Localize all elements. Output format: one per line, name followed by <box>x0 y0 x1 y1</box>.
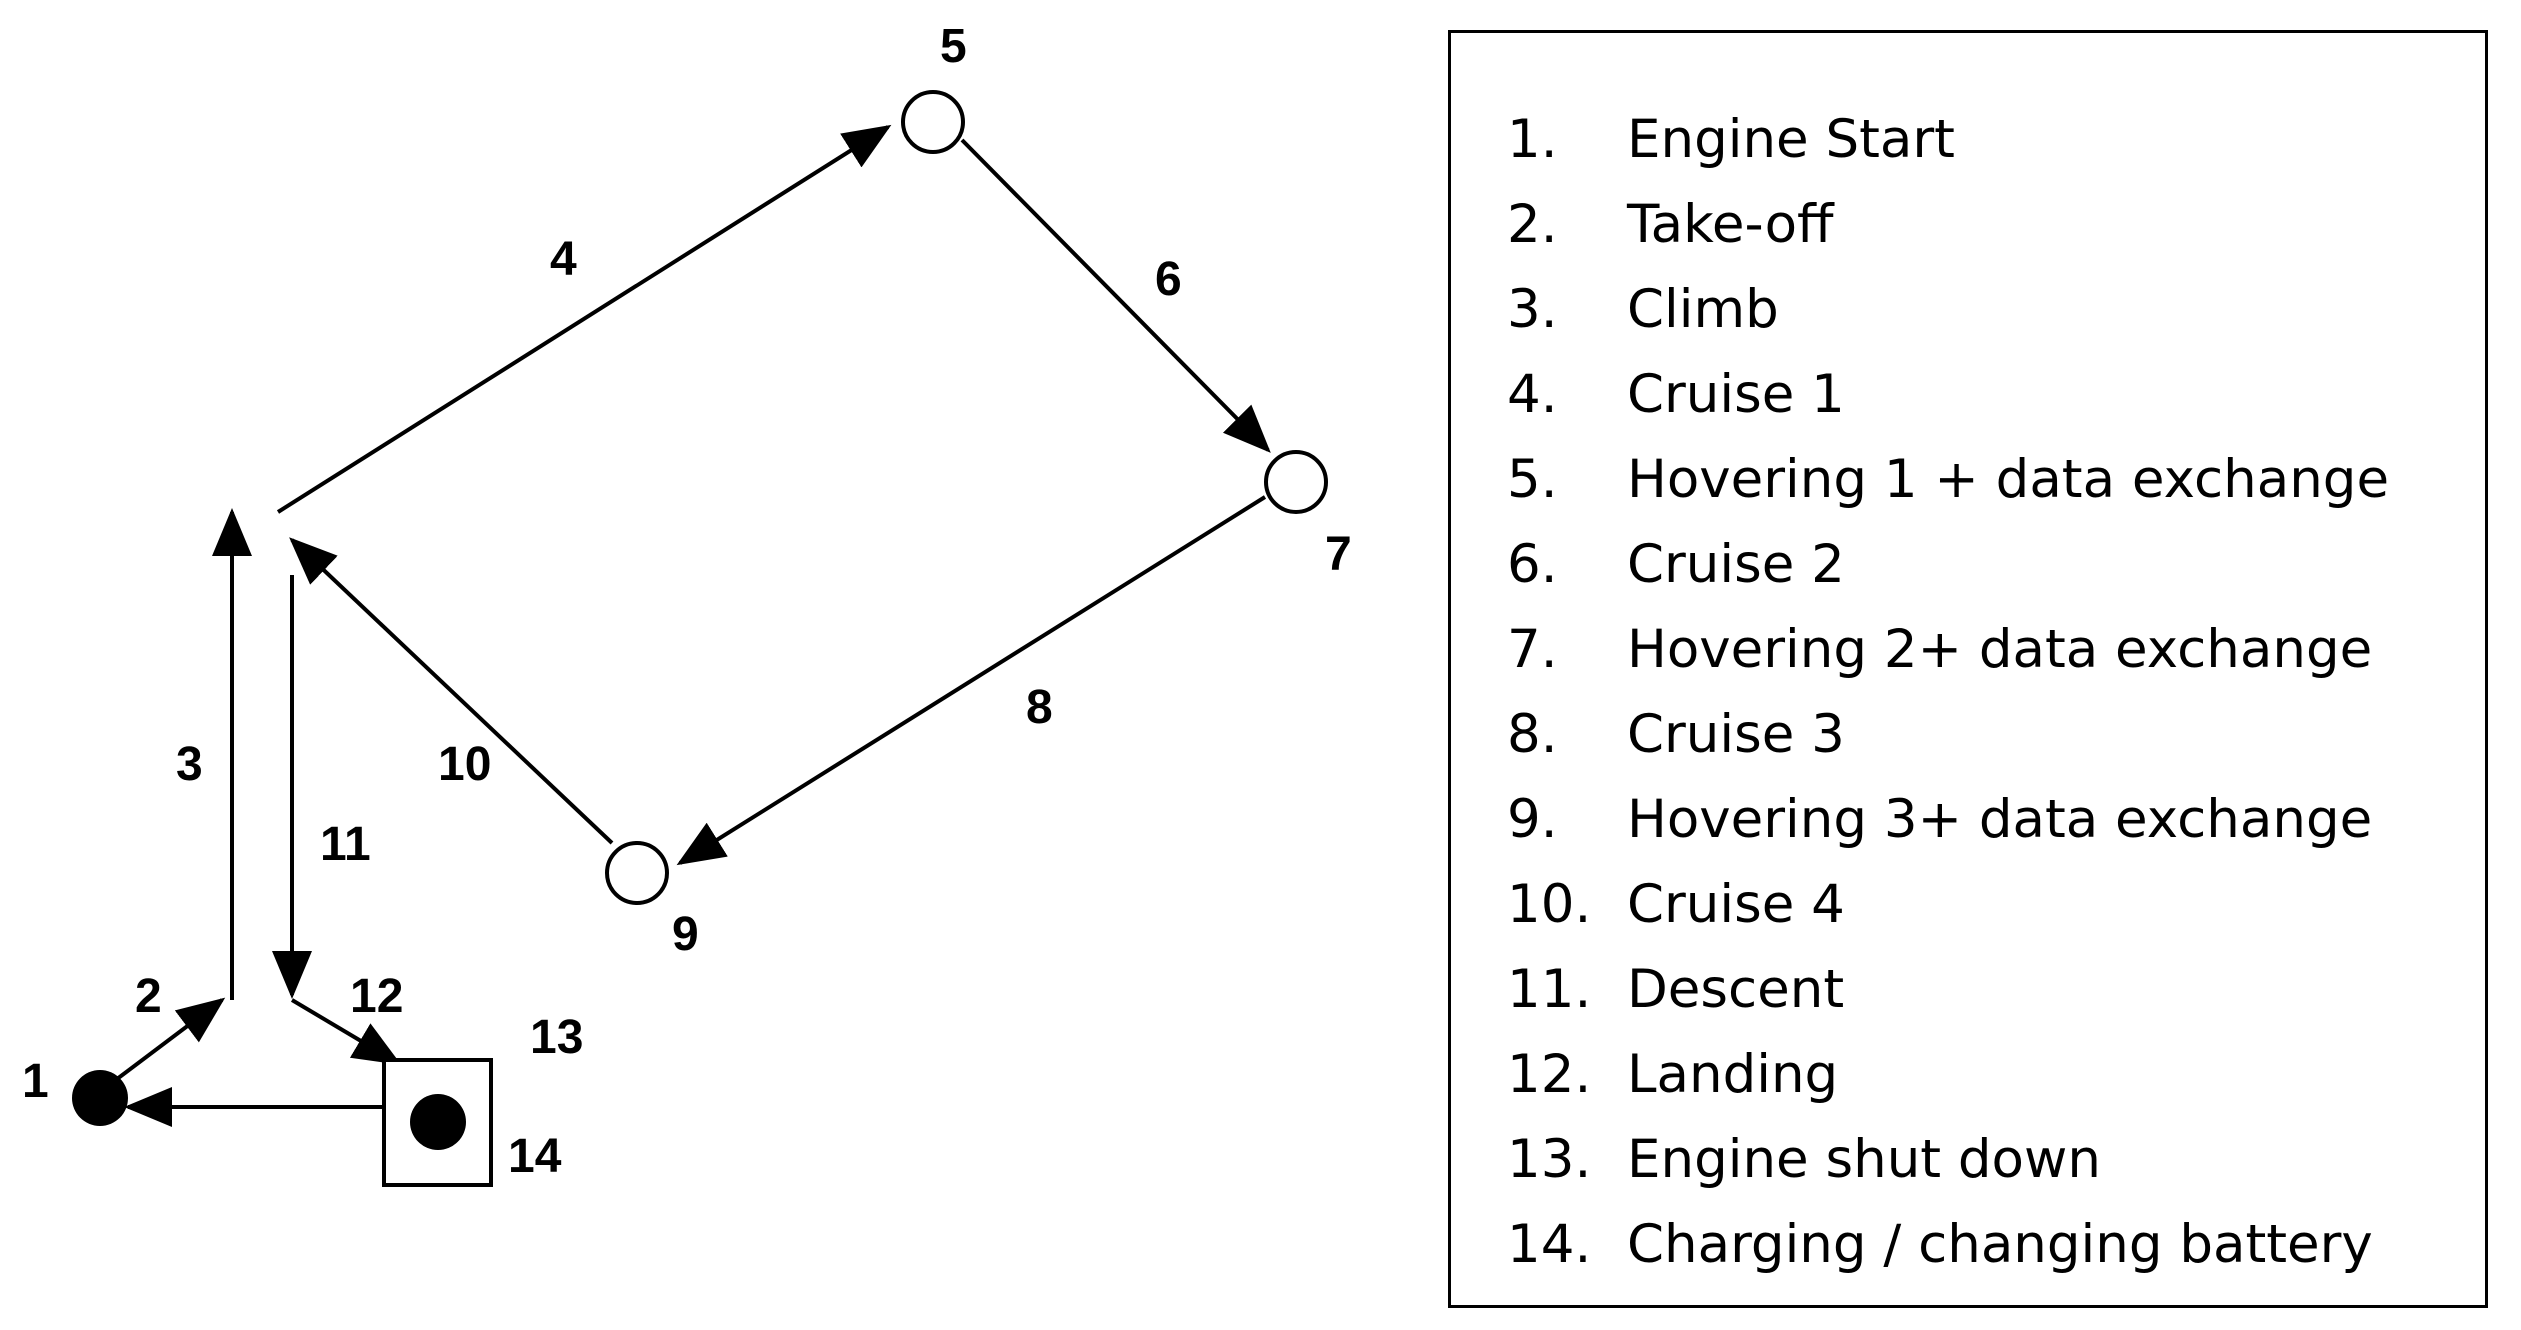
label-10: 10 <box>438 738 491 791</box>
edge-cruise-2 <box>960 138 1271 453</box>
legend-number: 5. <box>1507 449 1558 510</box>
legend-label: Landing <box>1627 1044 1839 1105</box>
legend-label: Cruise 2 <box>1627 534 1845 595</box>
node-5-hover-1 <box>901 90 965 154</box>
legend-number: 2. <box>1507 194 1558 255</box>
node-14-charging <box>410 1094 466 1150</box>
label-5: 5 <box>940 20 967 73</box>
legend-number: 1. <box>1507 109 1558 170</box>
legend-box: 1. Engine Start 2. Take-off 3. Climb 4. Crui… <box>1448 30 2488 1308</box>
legend-number: 9. <box>1507 789 1558 850</box>
legend-label: Hovering 2+ data exchange <box>1627 619 2373 680</box>
legend-label: Hovering 1 + data exchange <box>1627 449 2390 510</box>
label-8: 8 <box>1026 681 1053 734</box>
legend-label: Engine Start <box>1627 109 1955 170</box>
legend-label: Engine shut down <box>1627 1129 2101 1190</box>
legend-number: 14. <box>1507 1214 1592 1275</box>
flight-profile-diagram: 1 2 3 4 5 6 7 8 9 10 11 12 13 14 <box>22 20 1352 1187</box>
edge-takeoff <box>103 997 226 1090</box>
label-1: 1 <box>22 1055 49 1108</box>
node-9-hover-3 <box>605 841 669 905</box>
label-2: 2 <box>135 970 162 1023</box>
legend-number: 12. <box>1507 1044 1592 1105</box>
edge-cruise-4 <box>289 537 614 845</box>
label-13: 13 <box>530 1011 583 1064</box>
node-1-engine-start <box>72 1070 128 1126</box>
label-11: 11 <box>320 818 371 871</box>
legend-number: 6. <box>1507 534 1558 595</box>
label-14: 14 <box>508 1130 562 1183</box>
edge-cruise-1 <box>276 124 892 514</box>
label-4: 4 <box>550 233 577 286</box>
node-7-hover-2 <box>1264 450 1328 514</box>
legend-number: 13. <box>1507 1129 1592 1190</box>
legend-number: 10. <box>1507 874 1592 935</box>
legend-label: Hovering 3+ data exchange <box>1627 789 2373 850</box>
legend-label: Descent <box>1627 959 1845 1020</box>
legend-number: 11. <box>1507 959 1592 1020</box>
legend-number: 7. <box>1507 619 1558 680</box>
legend-label: Charging / changing battery <box>1627 1214 2373 1275</box>
label-12: 12 <box>350 970 403 1023</box>
label-3: 3 <box>176 738 203 791</box>
edge-landing <box>290 998 402 1066</box>
legend-label: Take-off <box>1627 194 1834 255</box>
label-6: 6 <box>1155 253 1182 306</box>
legend-label: Climb <box>1627 279 1779 340</box>
legend-number: 3. <box>1507 279 1558 340</box>
legend-number: 4. <box>1507 364 1558 425</box>
legend-number: 8. <box>1507 704 1558 765</box>
legend-label: Cruise 4 <box>1627 874 1845 935</box>
legend-label: Cruise 1 <box>1627 364 1845 425</box>
label-9: 9 <box>672 908 699 961</box>
label-7: 7 <box>1325 528 1352 581</box>
legend-label: Cruise 3 <box>1627 704 1845 765</box>
edge-cruise-3 <box>676 495 1267 866</box>
